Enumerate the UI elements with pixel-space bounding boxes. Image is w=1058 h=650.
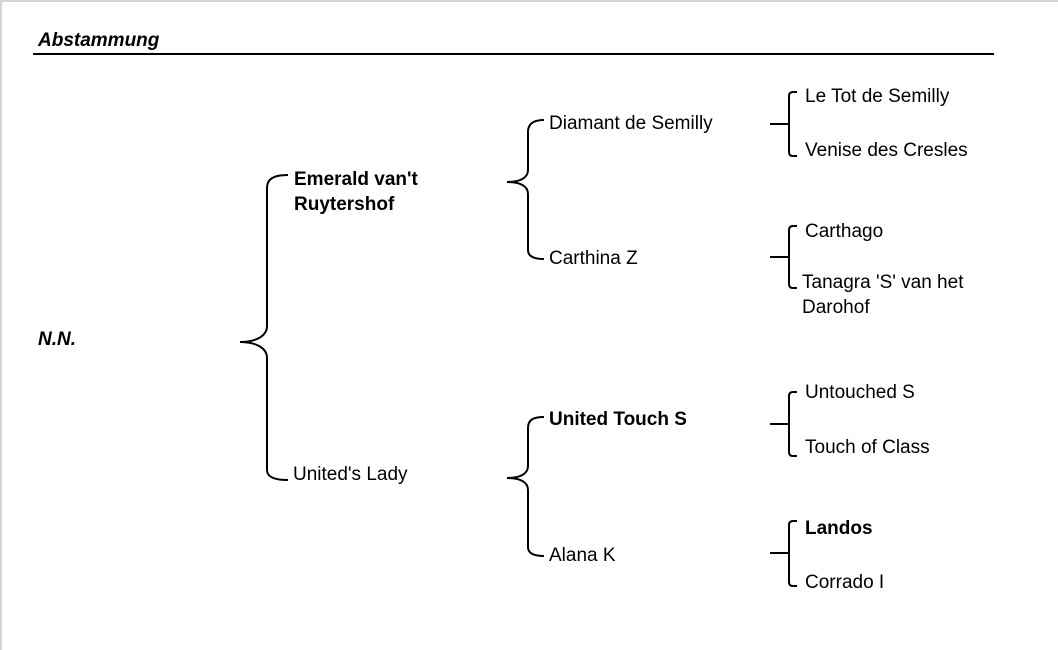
sire-dam-dam-name-line2: Darohof [802, 297, 870, 318]
dam-name: United's Lady [293, 464, 408, 485]
dam-dam-dam-name: Corrado I [805, 572, 885, 593]
sire-name-line1: Emerald van't [294, 169, 418, 190]
dam-sire-dam-name: Touch of Class [805, 437, 930, 458]
title-divider [33, 53, 994, 55]
bracket-dam-dam [770, 520, 797, 587]
section-title: Abstammung [38, 30, 160, 51]
sire-dam-name: Carthina Z [549, 248, 638, 269]
bracket-sire-dam [770, 225, 797, 289]
sire-dam-dam-name-line1: Tanagra 'S' van het [802, 272, 964, 293]
bracket-subject [239, 174, 289, 481]
sire-sire-dam-name: Venise des Cresles [805, 140, 968, 161]
subject-name: N.N. [38, 329, 76, 350]
bracket-sire-sire [770, 91, 797, 157]
dam-dam-sire-name: Landos [805, 518, 873, 539]
sire-sire-sire-name: Le Tot de Semilly [805, 86, 950, 107]
dam-sire-sire-name: Untouched S [805, 382, 915, 403]
bracket-dam [506, 416, 545, 557]
dam-sire-name: United Touch S [549, 409, 687, 430]
sire-sire-name: Diamant de Semilly [549, 113, 713, 134]
sire-dam-sire-name: Carthago [805, 221, 884, 242]
bracket-dam-sire [770, 391, 797, 457]
dam-dam-name: Alana K [549, 545, 616, 566]
bracket-sire [506, 119, 545, 260]
sire-name-line2: Ruytershof [294, 194, 395, 215]
